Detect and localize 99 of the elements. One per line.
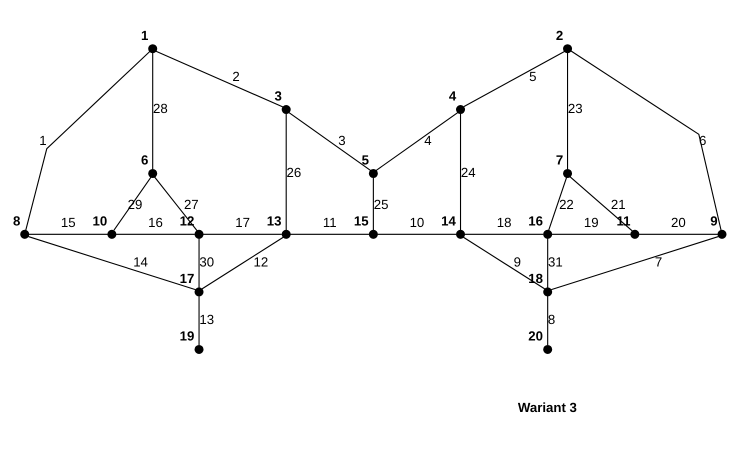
connector [152, 52, 154, 169]
edge-label: 19 [584, 214, 599, 230]
connector [639, 233, 718, 234]
edge-label: 13 [199, 312, 214, 327]
connector [198, 295, 200, 345]
node-label: 14 [441, 212, 456, 228]
edge-label: 3 [338, 132, 346, 148]
edge-label: 12 [253, 254, 268, 270]
connector [547, 238, 548, 288]
edge-label: 1 [39, 132, 47, 148]
edge-label: 30 [199, 254, 214, 270]
connector [378, 233, 456, 234]
edge-label: 31 [548, 254, 563, 270]
node-circle [563, 168, 572, 178]
node-circle [282, 104, 291, 114]
node-label: 18 [528, 270, 543, 286]
node-circle [543, 229, 552, 238]
connector [464, 233, 544, 234]
connector [114, 176, 152, 230]
node-circle [148, 44, 158, 53]
node-circle [456, 229, 466, 238]
edge-label: 8 [548, 312, 556, 327]
node-circle [20, 229, 30, 238]
connector [286, 113, 287, 230]
node-circle [148, 168, 158, 178]
edge-label: 16 [148, 214, 163, 230]
connector [376, 112, 458, 170]
node-circle [194, 286, 204, 296]
node-circle [563, 44, 572, 53]
node-circle [107, 229, 116, 238]
connector [570, 50, 722, 230]
node-circle [717, 229, 727, 238]
node-label: 8 [13, 212, 20, 228]
node-label: 4 [448, 88, 456, 104]
node-circle [194, 344, 204, 354]
node-label: 16 [528, 212, 543, 228]
node-circle [543, 344, 552, 354]
node-label: 6 [141, 152, 148, 168]
node-label: 2 [556, 27, 564, 42]
node-circle [194, 229, 204, 238]
edge-label: 27 [184, 196, 199, 212]
connector [203, 233, 282, 234]
edge-label: 21 [610, 196, 626, 212]
node-label: 1 [141, 27, 148, 42]
connector [570, 176, 633, 231]
edge-label: 5 [529, 68, 536, 84]
node-label: 7 [556, 152, 564, 168]
node-label: 20 [528, 328, 543, 344]
node-label: 10 [92, 212, 108, 228]
connector [288, 112, 372, 170]
connector [28, 233, 108, 234]
connector [548, 176, 568, 230]
connector [551, 236, 719, 290]
node-circle [368, 168, 378, 178]
edge-label: 10 [410, 214, 424, 230]
edge-label: 22 [559, 196, 574, 212]
connector [464, 50, 565, 107]
edge-label: 2 [232, 68, 240, 84]
edge-label: 24 [460, 164, 476, 180]
node-label: 19 [180, 328, 194, 344]
edge-label: 11 [322, 214, 337, 230]
node-circle [630, 229, 640, 238]
edge-label: 4 [424, 132, 432, 148]
node-label: 3 [274, 88, 282, 104]
node-circle [543, 286, 552, 296]
node-label: 13 [266, 212, 282, 228]
node-label: 15 [354, 212, 369, 228]
connector [28, 236, 196, 290]
node-circle [456, 104, 466, 114]
connector [198, 238, 200, 288]
edge-label: 9 [514, 254, 522, 270]
connector [290, 233, 369, 234]
node-circle [368, 229, 378, 238]
connector [202, 236, 284, 289]
edge-label: 28 [153, 100, 168, 116]
connector [156, 50, 284, 108]
node-label: 9 [710, 212, 718, 228]
node-circle [282, 229, 291, 238]
edge-label: 15 [60, 214, 76, 230]
node-label: 17 [180, 270, 194, 286]
edge-label: 17 [235, 214, 250, 230]
connector [116, 233, 195, 234]
edge-label: 25 [374, 196, 388, 212]
connector [25, 50, 150, 230]
connector [566, 52, 568, 169]
edge-label: 20 [671, 214, 686, 230]
connector [372, 177, 374, 230]
edge-label: 26 [286, 164, 302, 180]
connector [154, 176, 198, 231]
connector [547, 295, 548, 345]
edge-label: 14 [133, 254, 148, 270]
connector [463, 236, 545, 289]
label: Wariant 3 [518, 400, 577, 415]
node-label: 5 [362, 152, 370, 168]
connector [552, 233, 630, 234]
edge-label: 23 [568, 100, 583, 116]
edge-label: 18 [496, 214, 512, 230]
connector [460, 113, 462, 230]
edge-label: 7 [654, 254, 662, 270]
